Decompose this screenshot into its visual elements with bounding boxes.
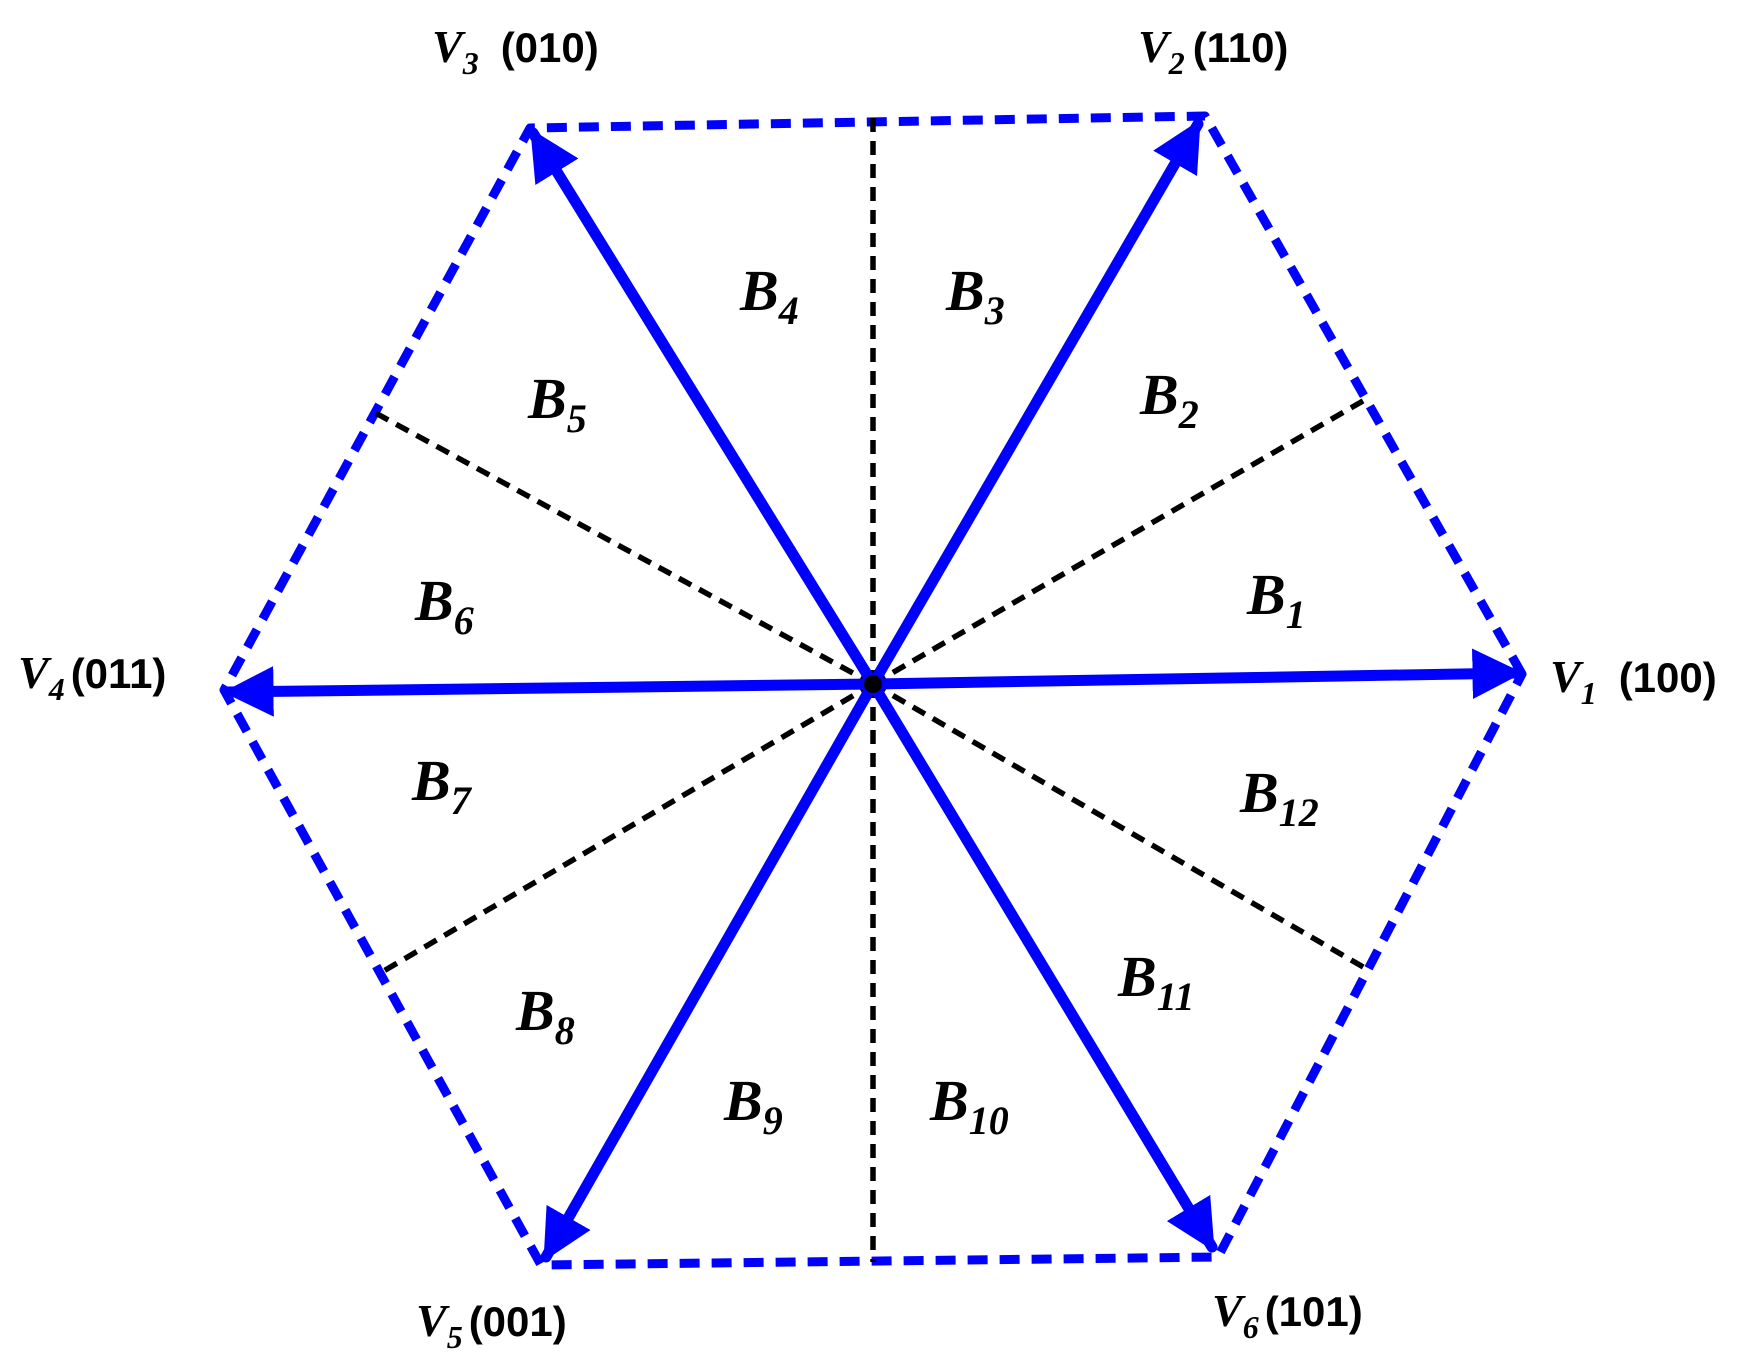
sector-label-b6: B6 (414, 568, 474, 643)
vector-label-v4: V4(011) (18, 647, 166, 707)
vector-v4-arrow (222, 666, 879, 717)
origin-point (864, 675, 882, 693)
sector-label-b3: B3 (945, 258, 1005, 333)
sector-label-b9: B9 (723, 1068, 783, 1143)
sector-label-b5: B5 (527, 366, 587, 441)
divider-lower-right (871, 681, 1367, 971)
divider-upper-right (871, 395, 1370, 687)
vector-v6-arrow (867, 678, 1218, 1253)
sector-label-b11: B11 (1117, 944, 1194, 1019)
sector-label-b12: B12 (1239, 760, 1319, 835)
divider-lower-left (380, 681, 875, 975)
voltage-vectors (222, 118, 1524, 1263)
sector-label-b7: B7 (411, 748, 473, 823)
sector-label-b10: B10 (929, 1068, 1009, 1143)
vector-label-v3: V3(010) (432, 21, 599, 81)
vector-v1-arrow (867, 648, 1524, 700)
sector-label-b1: B1 (1246, 562, 1306, 637)
sector-label-b4: B4 (739, 258, 799, 333)
vector-v3-arrow (527, 127, 879, 690)
vector-v2-arrow (867, 118, 1204, 690)
vector-label-v2: V2(110) (1138, 21, 1288, 81)
vector-label-v6: V6(101) (1212, 1285, 1363, 1345)
sector-label-b8: B8 (515, 978, 575, 1053)
divider-upper-left (368, 407, 875, 687)
vector-v5-arrow (540, 678, 879, 1263)
vector-label-v1: V1(100) (1550, 651, 1717, 711)
sector-dividers (368, 112, 1370, 1262)
vector-label-v5: V5(001) (416, 1295, 567, 1355)
sector-label-b2: B2 (1139, 362, 1199, 437)
